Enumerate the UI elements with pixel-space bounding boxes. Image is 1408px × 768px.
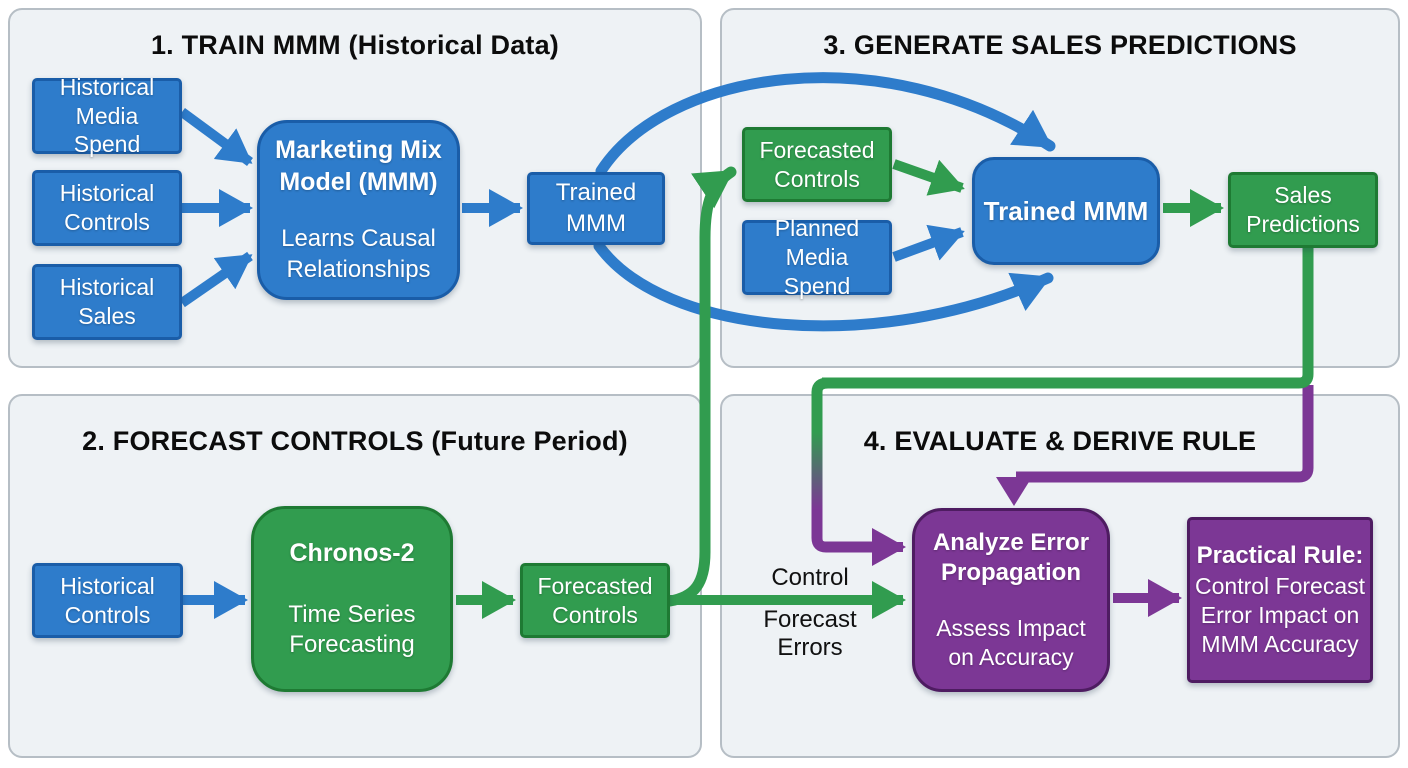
node-label: Historical Sales [59, 274, 155, 329]
node-label: Historical Controls [60, 572, 155, 628]
node-historical-media-spend: Historical Media Spend [32, 74, 182, 157]
quadrant-title-4: 4. EVALUATE & DERIVE RULE [863, 426, 1257, 456]
node-title: Chronos-2 [289, 539, 415, 568]
quadrant-title-1: 1. TRAIN MMM (Historical Data) [150, 30, 560, 60]
node-historical-controls-q1: Historical Controls [32, 170, 182, 246]
node-label: Forecasted Controls [759, 136, 875, 192]
node-title: Marketing Mix Model (MMM) [275, 136, 442, 196]
node-subtitle: Learns Causal Relationships [281, 225, 436, 283]
node-sales-predictions: Sales Predictions [1228, 172, 1378, 248]
edge-label-errors: Errors [777, 634, 843, 661]
node-marketing-mix-model: Marketing Mix Model (MMM) Learns Causal … [257, 120, 460, 300]
node-historical-sales: Historical Sales [32, 264, 182, 340]
node-label: Trained MMM [555, 179, 637, 237]
node-label: Sales Predictions [1246, 182, 1360, 237]
node-label: Planned Media Spend [774, 215, 860, 299]
edge-label-forecast: Forecast [763, 606, 857, 633]
node-label: Historical Controls [59, 180, 155, 235]
quadrant-title-2: 2. FORECAST CONTROLS (Future Period) [82, 426, 628, 456]
node-forecasted-controls-q3: Forecasted Controls [742, 127, 892, 202]
node-label: Forecasted Controls [537, 572, 653, 628]
quadrant-title-3: 3. GENERATE SALES PREDICTIONS [823, 30, 1297, 60]
node-forecasted-controls-q2: Forecasted Controls [520, 563, 670, 638]
node-trained-mmm-q3: Trained MMM [972, 157, 1160, 265]
node-planned-media-spend: Planned Media Spend [742, 215, 892, 299]
node-title: Analyze Error Propagation [932, 528, 1090, 587]
node-subtitle: Assess Impact on Accuracy [936, 615, 1086, 671]
node-trained-mmm-q1: Trained MMM [527, 172, 665, 245]
node-label: Historical Media Spend [59, 73, 155, 158]
node-label: Trained MMM [983, 195, 1149, 226]
node-chronos-2: Chronos-2 Time Series Forecasting [251, 506, 453, 692]
node-subtitle: Time Series Forecasting [288, 600, 416, 658]
edge-label-control: Control [771, 564, 849, 591]
node-title: Practical Rule: [1196, 542, 1364, 570]
node-subtitle: Control Forecast Error Impact on MMM Acc… [1195, 572, 1366, 657]
node-practical-rule: Practical Rule: Control Forecast Error I… [1187, 517, 1373, 683]
node-analyze-error-propagation: Analyze Error Propagation Assess Impact … [912, 508, 1110, 692]
node-historical-controls-q2: Historical Controls [32, 563, 183, 638]
